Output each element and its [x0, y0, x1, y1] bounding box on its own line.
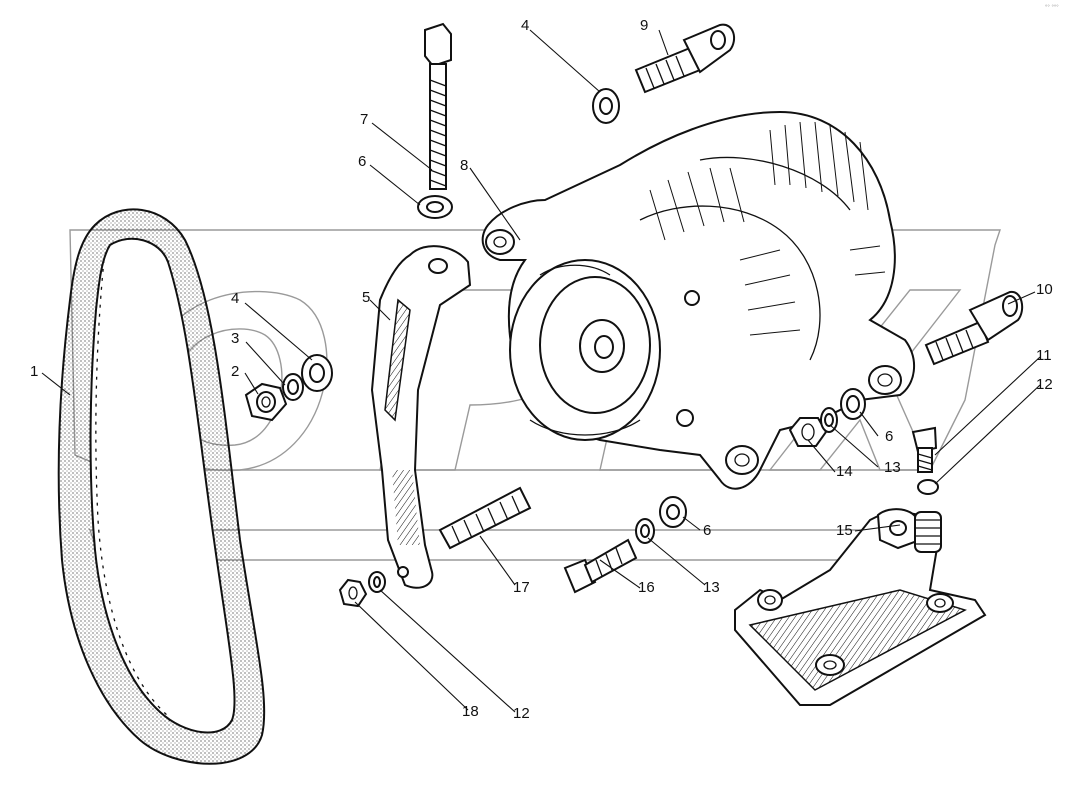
flat-washer-right: [840, 388, 866, 420]
callout-18: 18: [462, 703, 479, 720]
callout-6-right: 6: [885, 428, 893, 445]
callout-2: 2: [231, 363, 239, 380]
callout-12-right: 12: [1036, 376, 1053, 393]
callout-13-right: 13: [884, 459, 901, 476]
callout-9: 9: [640, 17, 648, 34]
corner-mark: °° °°°: [1045, 5, 1059, 11]
spring-washer-left: [282, 373, 304, 401]
callout-10: 10: [1036, 281, 1053, 298]
long-bolt: [424, 22, 452, 190]
callout-labels: 1 2 3 4 4 5 6 6 6 7 8 9 10 11 12 12 13 1…: [30, 17, 1053, 722]
callout-12-bottom: 12: [513, 705, 530, 722]
callout-5: 5: [362, 289, 370, 306]
callout-15: 15: [836, 522, 853, 539]
lock-washer-right: [917, 479, 939, 495]
callout-6-top: 6: [358, 153, 366, 170]
callout-14: 14: [836, 463, 853, 480]
callout-13-lower: 13: [703, 579, 720, 596]
small-screw: [911, 426, 938, 473]
spring-washer-lower: [635, 518, 655, 544]
callout-1: 1: [30, 363, 38, 380]
mounting-bracket: [734, 508, 987, 706]
callout-8: 8: [460, 157, 468, 174]
callout-16: 16: [638, 579, 655, 596]
washer-top: [417, 195, 453, 219]
small-lock-washer: [368, 571, 386, 593]
pin-bolt-top: [634, 23, 736, 94]
washer-upper: [592, 88, 620, 124]
callout-17: 17: [513, 579, 530, 596]
spring-washer-right: [820, 407, 838, 433]
callout-3: 3: [231, 330, 239, 347]
flat-washer-left: [301, 354, 333, 392]
stud-bolt: [438, 486, 532, 550]
callout-7: 7: [360, 111, 368, 128]
leader-lines: [41, 29, 1041, 713]
drive-belt: [57, 208, 266, 765]
small-nut: [338, 578, 368, 608]
callout-11: 11: [1036, 347, 1052, 364]
flat-washer-lower: [659, 496, 687, 528]
lower-bolt: [563, 538, 638, 594]
callout-6-lower: 6: [703, 522, 711, 539]
tension-bracket: [370, 245, 472, 589]
callout-4-top: 4: [521, 17, 529, 34]
callout-4-left: 4: [231, 290, 239, 307]
alternator: [481, 110, 916, 490]
nut-left: [244, 382, 288, 422]
